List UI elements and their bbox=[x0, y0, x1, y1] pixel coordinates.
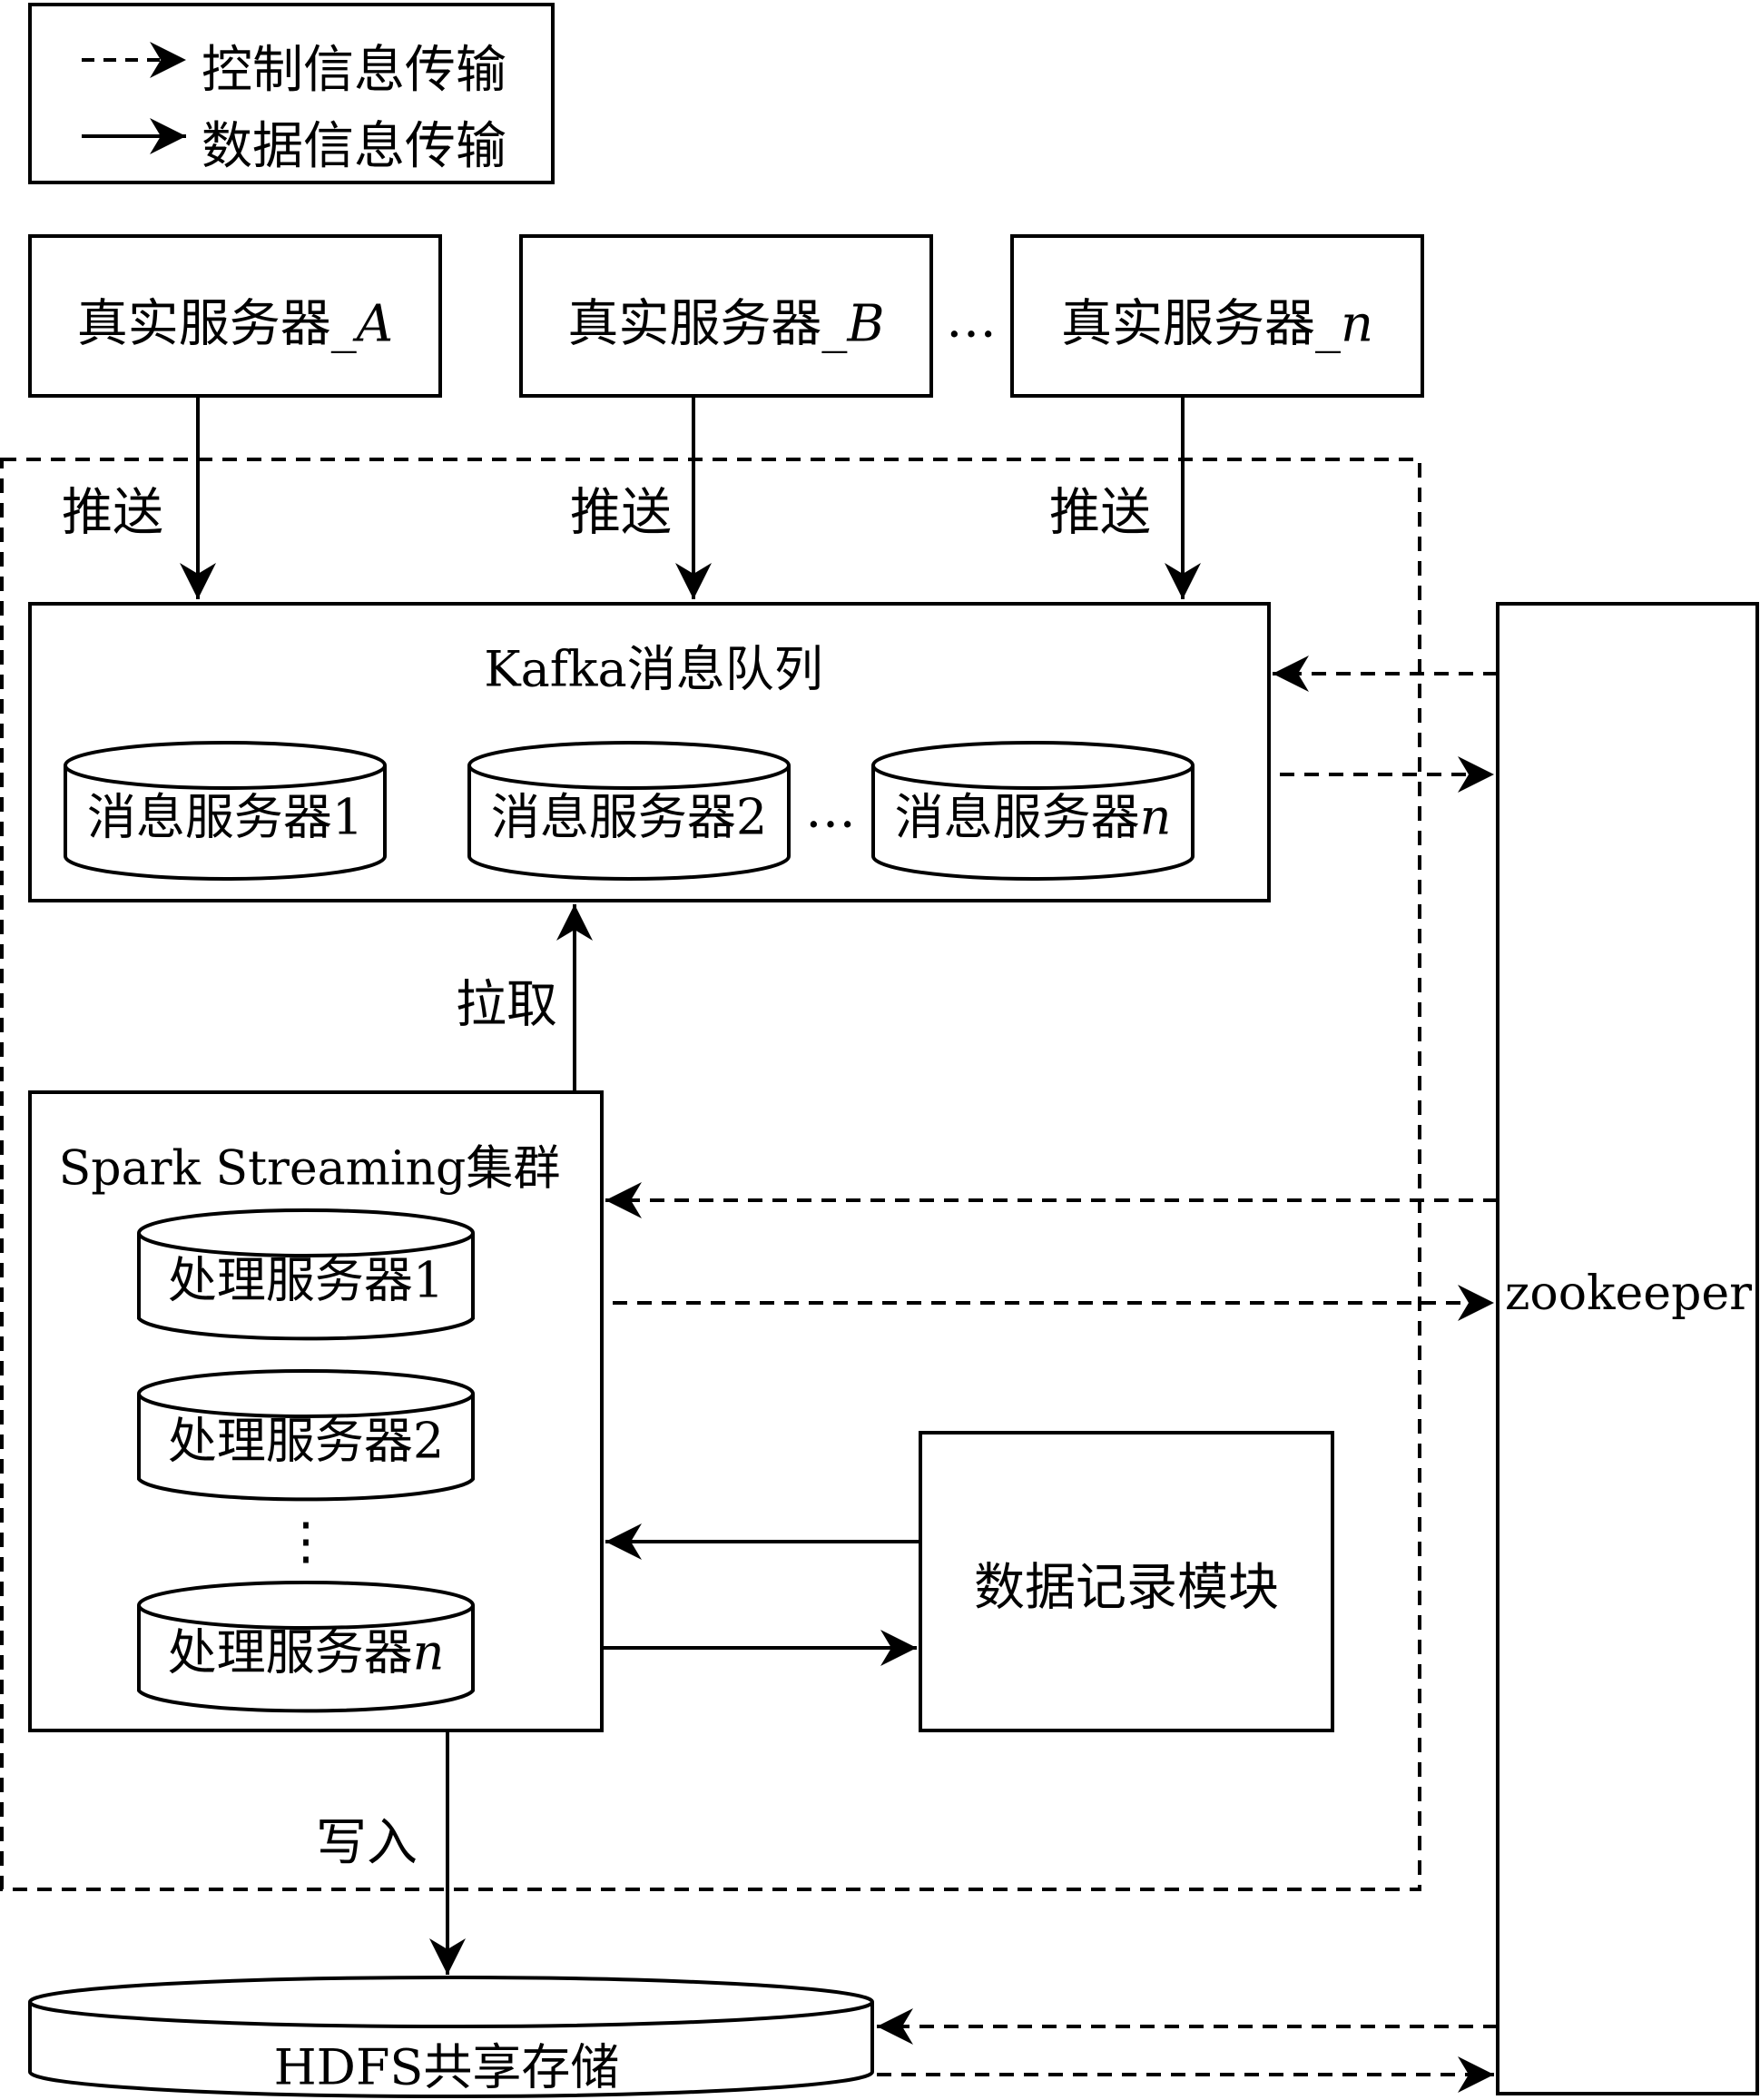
push-label-a: 推送 bbox=[62, 483, 163, 543]
processing-server-n-label: 处理服务器n bbox=[167, 1623, 445, 1681]
write-label: 写入 bbox=[316, 1813, 418, 1873]
real-server-a-box bbox=[28, 234, 442, 398]
pull-label: 拉取 bbox=[456, 975, 557, 1035]
processing-server-2-cylinder bbox=[137, 1369, 475, 1502]
real-server-a-label: 真实服务器_A bbox=[76, 294, 394, 354]
message-server-n-label: 消息服务器n bbox=[894, 788, 1172, 846]
zookeeper-box bbox=[1496, 602, 1759, 2095]
push-label-b: 推送 bbox=[570, 483, 672, 543]
data-record-box bbox=[919, 1431, 1334, 1732]
message-server-2-cylinder bbox=[467, 741, 791, 881]
real-server-n-box bbox=[1010, 234, 1424, 398]
spark-title: Spark Streaming集群 bbox=[58, 1141, 561, 1197]
legend-box bbox=[28, 3, 555, 184]
real-server-b-box bbox=[519, 234, 933, 398]
processing-server-1-label: 处理服务器1 bbox=[167, 1251, 445, 1309]
message-server-1-label: 消息服务器1 bbox=[86, 788, 364, 846]
message-server-1-cylinder bbox=[64, 741, 387, 881]
hdfs-label: HDFS共享存储 bbox=[273, 2038, 620, 2096]
processing-server-2-label: 处理服务器2 bbox=[167, 1412, 445, 1470]
real-server-b-label: 真实服务器_B bbox=[567, 294, 885, 354]
cluster-boundary bbox=[0, 458, 1421, 1891]
processing-server-ellipsis: ⋮ bbox=[280, 1512, 331, 1572]
legend-data-label: 数据信息传输 bbox=[202, 117, 506, 176]
processing-server-1-cylinder bbox=[137, 1208, 475, 1341]
data-record-label: 数据记录模块 bbox=[974, 1558, 1279, 1618]
processing-server-n-cylinder bbox=[137, 1581, 475, 1713]
push-label-n: 推送 bbox=[1049, 483, 1151, 543]
real-server-ellipsis: … bbox=[946, 290, 997, 350]
message-server-n-cylinder bbox=[871, 741, 1195, 881]
kafka-title: Kafka消息队列 bbox=[484, 640, 823, 698]
message-server-2-label: 消息服务器2 bbox=[490, 788, 768, 846]
zookeeper-label: zookeeper bbox=[1505, 1267, 1752, 1321]
message-server-ellipsis: … bbox=[805, 780, 856, 840]
legend-control-label: 控制信息传输 bbox=[202, 41, 506, 100]
hdfs-cylinder bbox=[28, 1976, 874, 2098]
real-server-n-label: 真实服务器_n bbox=[1060, 294, 1374, 354]
